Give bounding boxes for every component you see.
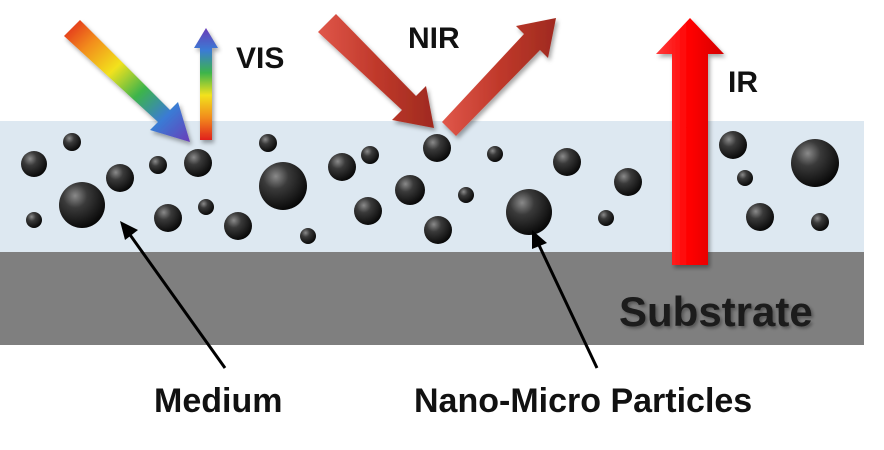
substrate-layer — [0, 252, 864, 345]
particle — [63, 133, 81, 151]
particle — [224, 212, 252, 240]
particle — [184, 149, 212, 177]
vis-label: VIS — [236, 42, 284, 75]
particle — [59, 182, 105, 228]
particle — [598, 210, 614, 226]
particle — [26, 212, 42, 228]
medium-pointer-arrow-icon — [120, 221, 227, 369]
particle — [791, 139, 839, 187]
particle — [746, 203, 774, 231]
ir-emitted-arrow-icon — [656, 18, 724, 265]
medium-label: Medium — [154, 382, 282, 420]
particle — [198, 199, 214, 215]
particles-pointer-arrow-icon — [532, 230, 599, 369]
particle — [106, 164, 134, 192]
particle — [154, 204, 182, 232]
particle — [395, 175, 425, 205]
nir-incident-arrow-icon — [318, 14, 434, 128]
nano-micro-particles — [21, 131, 839, 244]
nir-reflected-arrow-icon — [442, 18, 556, 136]
particle — [300, 228, 316, 244]
vis-incident-arrow-icon — [64, 20, 190, 142]
particles-label: Nano-Micro Particles — [414, 382, 752, 420]
ir-label: IR — [728, 66, 758, 99]
particle — [553, 148, 581, 176]
particle — [424, 216, 452, 244]
nir-label: NIR — [408, 22, 460, 55]
particle — [328, 153, 356, 181]
particle — [487, 146, 503, 162]
particle — [21, 151, 47, 177]
particle — [614, 168, 642, 196]
vis-reflected-arrow-icon — [194, 28, 218, 140]
particle — [458, 187, 474, 203]
particle — [423, 134, 451, 162]
particle — [149, 156, 167, 174]
particle — [259, 162, 307, 210]
particle — [506, 189, 552, 235]
particle — [259, 134, 277, 152]
particle — [811, 213, 829, 231]
particle — [354, 197, 382, 225]
particle — [361, 146, 379, 164]
particle — [719, 131, 747, 159]
substrate-label: Substrate — [619, 288, 813, 335]
particle — [737, 170, 753, 186]
